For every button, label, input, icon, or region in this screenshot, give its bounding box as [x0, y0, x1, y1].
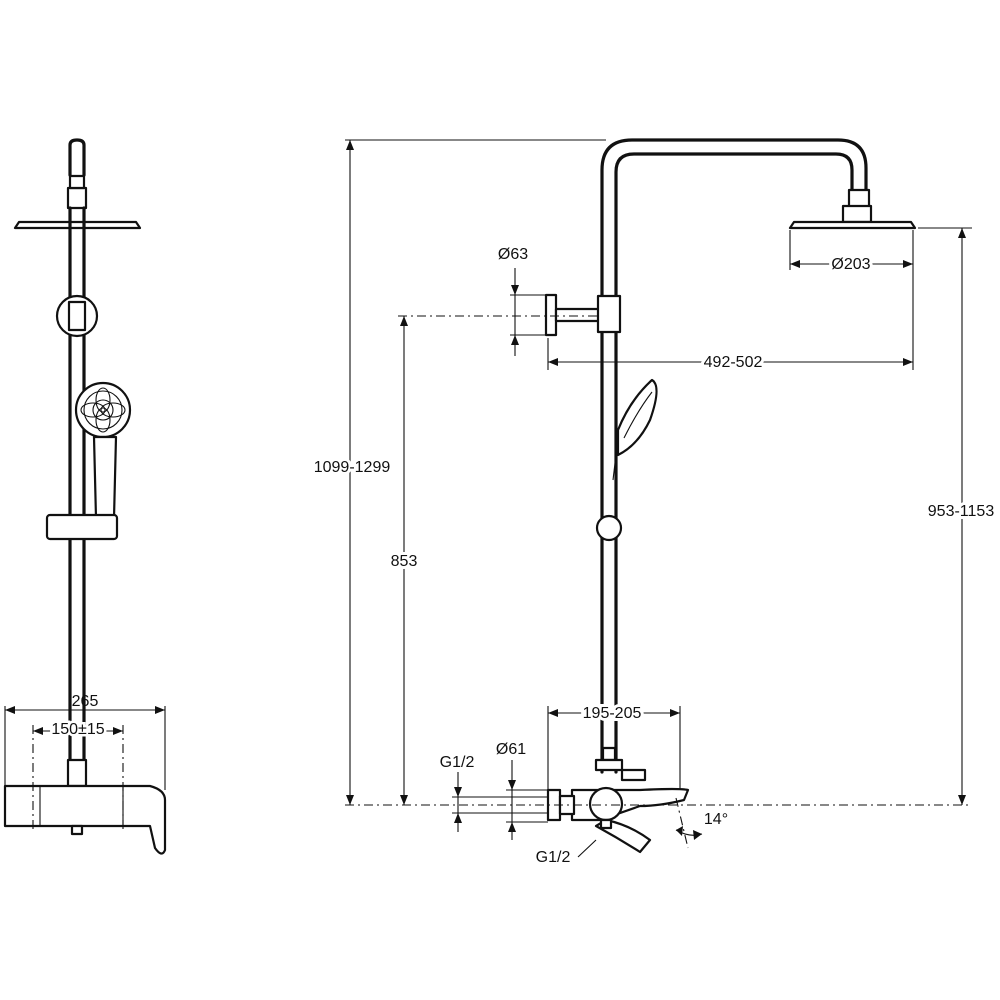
side-bracket-clip	[67, 300, 87, 332]
side-mixer-outlet	[70, 824, 84, 836]
dim-203-label: Ø203	[831, 256, 870, 273]
side-slider	[45, 513, 119, 541]
side-view: 265 150±15	[3, 138, 167, 855]
wall-flange	[544, 293, 558, 337]
side-shower-head	[13, 220, 142, 230]
front-view: 1099-1299 853 953-1153 Ø63 Ø203 492-502	[311, 138, 997, 866]
dim-150-arrows	[33, 727, 123, 735]
dim-853-label: 853	[391, 553, 418, 570]
g12-arrows	[454, 787, 462, 823]
dim-150-label: 150±15	[51, 721, 104, 738]
angle-arrows	[676, 826, 702, 840]
angle-label: 14°	[704, 811, 728, 828]
front-hand-shower	[616, 378, 658, 457]
wall-bracket-arm	[554, 307, 602, 323]
overhead-shower-head	[788, 220, 917, 230]
g12-top-label: G1/2	[440, 754, 475, 771]
dim-195-label: 195-205	[583, 705, 642, 722]
dim-61-label: Ø61	[496, 741, 526, 758]
mixer-bottom-cap	[599, 818, 613, 830]
mixer-cartridge	[588, 786, 624, 822]
dim-head-label: 953-1153	[928, 503, 995, 520]
riser-arm-inner	[614, 152, 854, 774]
head-connector	[841, 204, 873, 224]
riser-arm-outer	[600, 138, 868, 774]
side-head-nut	[68, 174, 86, 190]
side-riser	[68, 206, 86, 774]
dim-overall-label: 1099-1299	[314, 459, 391, 476]
hose-hint	[612, 454, 617, 481]
side-mixer-inlet	[66, 758, 88, 788]
side-mixer-body	[3, 784, 167, 855]
hand-shower-handle	[92, 435, 118, 520]
angle-leg	[675, 797, 689, 849]
dim-265-label: 265	[72, 693, 99, 710]
g12-bottom-leader	[577, 839, 597, 858]
dim-63-label: Ø63	[498, 246, 528, 263]
mixer-top-nut	[594, 758, 624, 772]
dim-reach-label: 492-502	[704, 354, 763, 371]
front-hand-shower-edge	[623, 391, 653, 439]
front-slider	[595, 514, 623, 542]
diverter-knob	[620, 768, 647, 782]
side-top-pipe	[68, 138, 86, 177]
hand-shower-pattern	[80, 387, 126, 433]
side-head-connector	[66, 186, 88, 210]
riser-clamp	[596, 294, 622, 334]
mixer-top-connector	[601, 746, 617, 762]
g12-bottom-label: G1/2	[536, 849, 571, 866]
